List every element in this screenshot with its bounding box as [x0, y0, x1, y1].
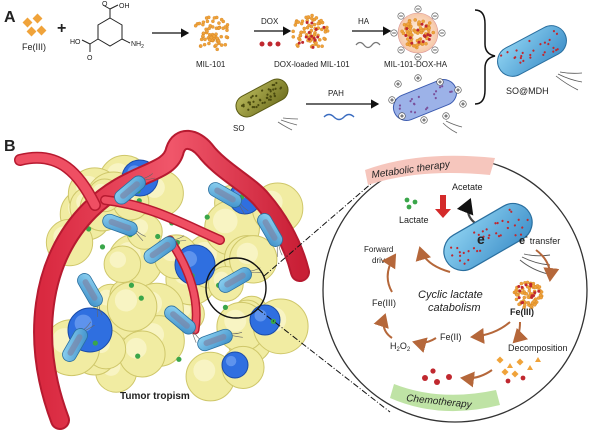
so-label: SO — [233, 124, 245, 133]
mil-101-label: MIL-101 — [196, 60, 226, 69]
carboxyl-left-ho: HO — [70, 39, 81, 46]
amine-label: NH2 — [131, 41, 144, 50]
released-dox-icon — [422, 368, 452, 385]
pah-polymer-icon — [323, 113, 355, 121]
decomposition-fragments-icon — [496, 356, 541, 384]
electron-transfer-arrow — [535, 249, 560, 282]
fenton-arrow — [412, 337, 437, 353]
carboxyl-top-oh: OH — [119, 3, 130, 10]
fe-ii-label: Fe(II) — [440, 332, 462, 342]
decomposition-arrow — [512, 321, 529, 344]
fe-iii-diamonds-icon — [22, 13, 47, 37]
acetate-label: Acetate — [452, 182, 483, 192]
lactate-molecules-icon — [404, 197, 418, 210]
fe-reduction-arrow — [470, 321, 511, 344]
fe-iii-left-label: Fe(III) — [372, 298, 396, 308]
forward-drive-line1: Forward — [364, 245, 393, 254]
chemotherapy-band — [390, 384, 500, 412]
tumor-tropism-label: Tumor tropism — [120, 391, 190, 402]
positive-charges-icon — [388, 74, 467, 124]
lactate-label: Lactate — [399, 215, 429, 225]
so-bacterium-icon — [235, 78, 299, 131]
so-mdh-label: SO@MDH — [506, 86, 549, 96]
combination-brace — [474, 9, 496, 105]
plus-sign: + — [57, 20, 66, 37]
metabolic-therapy-band — [365, 155, 495, 185]
zoom-connector-bottom — [257, 308, 391, 413]
mil-101-particle-icon — [193, 15, 230, 52]
dox-label: DOX — [261, 17, 279, 26]
aminoterephthalic-acid-structure-icon — [81, 4, 131, 52]
pah-label: PAH — [328, 89, 344, 98]
cycle-label-line2: catabolism — [428, 302, 481, 314]
blood-vessel — [14, 129, 310, 430]
fe-iii-right-label: Fe(III) — [510, 307, 534, 317]
electron-label-on-bacterium: e — [477, 231, 485, 247]
dox-loaded-mil-101-particle-icon — [291, 13, 330, 49]
carboxyl-top-oxygen: O — [102, 1, 108, 8]
mil-101-dox-ha-particle-icon-zoom — [512, 280, 544, 310]
reoxidation-arrow — [373, 313, 393, 339]
fe-iii-label: Fe(III) — [22, 42, 46, 52]
forward-drive-line2: drive — [372, 256, 390, 265]
cycle-label-line1: Cyclic lactate — [418, 289, 483, 301]
carboxyl-left-oxygen: O — [87, 55, 93, 62]
lactate-uptake-arrow — [415, 246, 451, 273]
tumor-bacteria-group — [62, 173, 283, 362]
dox-molecules-icon — [259, 41, 281, 47]
panel-a-letter: A — [4, 9, 16, 26]
central-so-mdh-bacterium-icon — [443, 202, 551, 275]
so-mdh-bacterium-icon — [497, 25, 583, 91]
mil-101-dox-ha-particle-icon — [390, 5, 446, 61]
h2o2-label: H2O2 — [390, 341, 411, 353]
electron-transfer-label: e-transfer — [519, 232, 560, 247]
decomposition-label: Decomposition — [508, 343, 568, 353]
mil-101-dox-ha-label: MIL-101-DOX-HA — [384, 60, 448, 69]
dox-loaded-mil-101-label: DOX-loaded MIL-101 — [274, 60, 350, 69]
forward-drive-arrow — [381, 253, 397, 293]
decrease-arrow-icon — [435, 195, 451, 218]
panel-b-letter: B — [4, 138, 16, 155]
zoom-region-circle — [205, 257, 267, 319]
zoom-connector-top — [263, 175, 381, 277]
ha-label: HA — [358, 17, 370, 26]
drug-release-arrow — [460, 369, 493, 388]
ha-polymer-icon — [355, 41, 381, 49]
